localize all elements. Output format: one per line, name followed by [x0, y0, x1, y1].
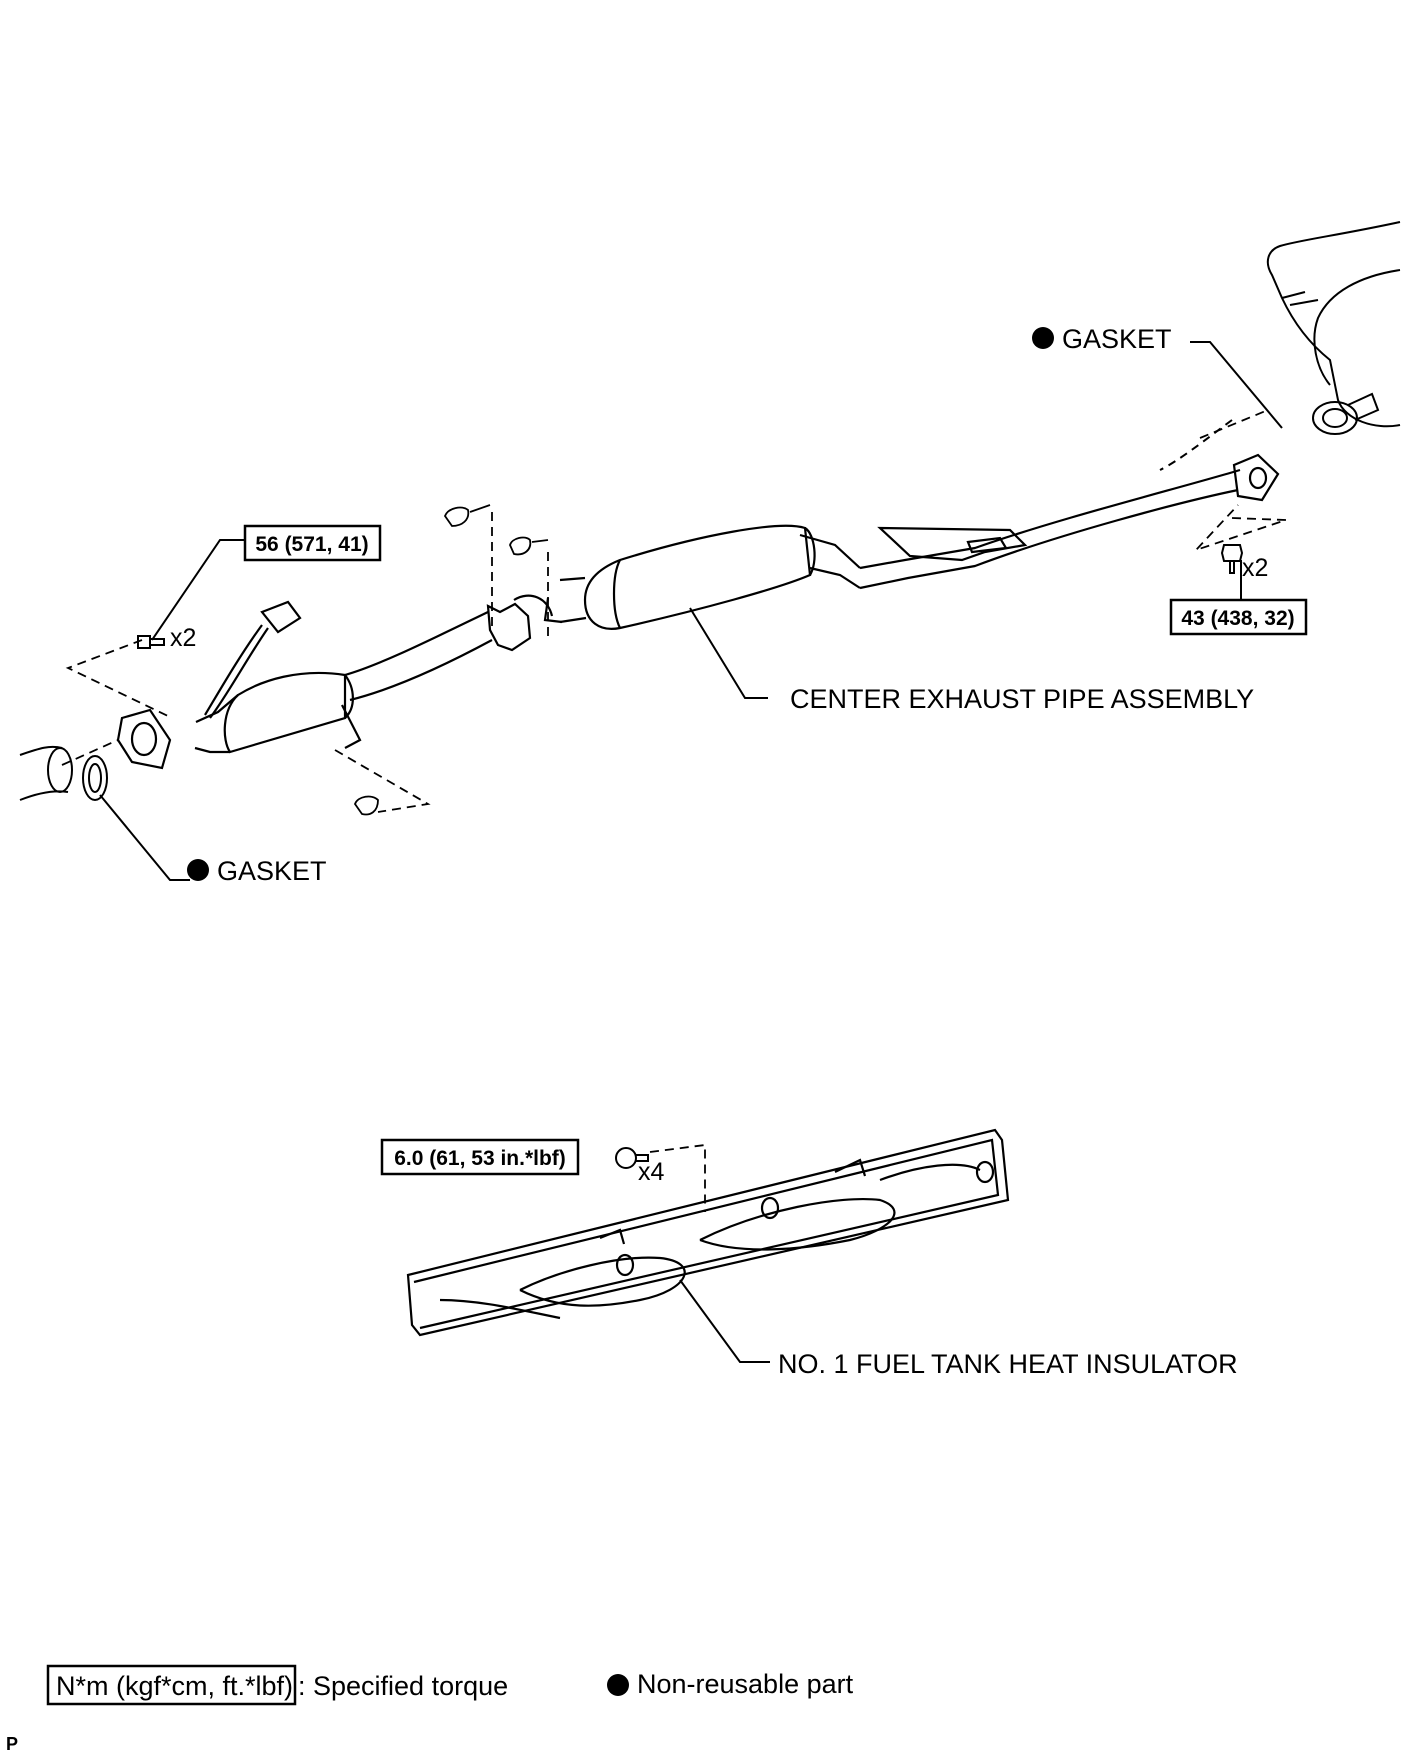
- bolt-icon-rear: [1220, 544, 1244, 574]
- nonreusable-dot-bottom: [187, 859, 209, 881]
- leader-lines: [99, 341, 1283, 1363]
- center-exhaust-pipe-drawing: [116, 453, 1280, 770]
- legend-torque-desc: : Specified torque: [298, 1671, 508, 1701]
- corner-mark: P: [6, 1734, 18, 1754]
- bolt-icon-front: [137, 635, 165, 649]
- insulator-label: NO. 1 FUEL TANK HEAT INSULATOR: [778, 1349, 1238, 1379]
- torque-rear-text: 43 (438, 32): [1181, 607, 1294, 630]
- assembly-guide-lines: [61, 409, 1287, 1212]
- legend-nonreusable-desc: Non-reusable part: [637, 1669, 854, 1699]
- hanger-rubbers: [353, 504, 549, 816]
- front-pipe-drawing: [19, 745, 108, 801]
- legend: N*m (kgf*cm, ft.*lbf) : Specified torque…: [46, 1664, 854, 1706]
- torque-box-insulator: 6.0 (61, 53 in.*lbf): [380, 1138, 580, 1176]
- torque-insulator-text: 6.0 (61, 53 in.*lbf): [394, 1147, 566, 1170]
- legend-nonreusable-dot: [607, 1674, 629, 1696]
- torque-box-front: 56 (571, 41): [243, 524, 382, 562]
- insulator-bolt-qty: x4: [638, 1158, 665, 1186]
- heat-insulator-drawing: [406, 1128, 1010, 1337]
- front-bolt-qty: x2: [170, 624, 196, 652]
- gasket-top-label: GASKET: [1062, 324, 1172, 354]
- muffler-drawing: [1159, 221, 1401, 471]
- torque-front-text: 56 (571, 41): [255, 533, 368, 556]
- torque-box-rear: 43 (438, 32): [1169, 598, 1308, 636]
- nonreusable-dot-top: [1032, 327, 1054, 349]
- legend-torque-unit: N*m (kgf*cm, ft.*lbf): [56, 1671, 293, 1701]
- rear-bolt-qty: x2: [1242, 554, 1268, 582]
- gasket-bottom-label: GASKET: [217, 856, 327, 886]
- center-pipe-label: CENTER EXHAUST PIPE ASSEMBLY: [790, 684, 1254, 714]
- bolt-icon-insulator: [615, 1147, 649, 1169]
